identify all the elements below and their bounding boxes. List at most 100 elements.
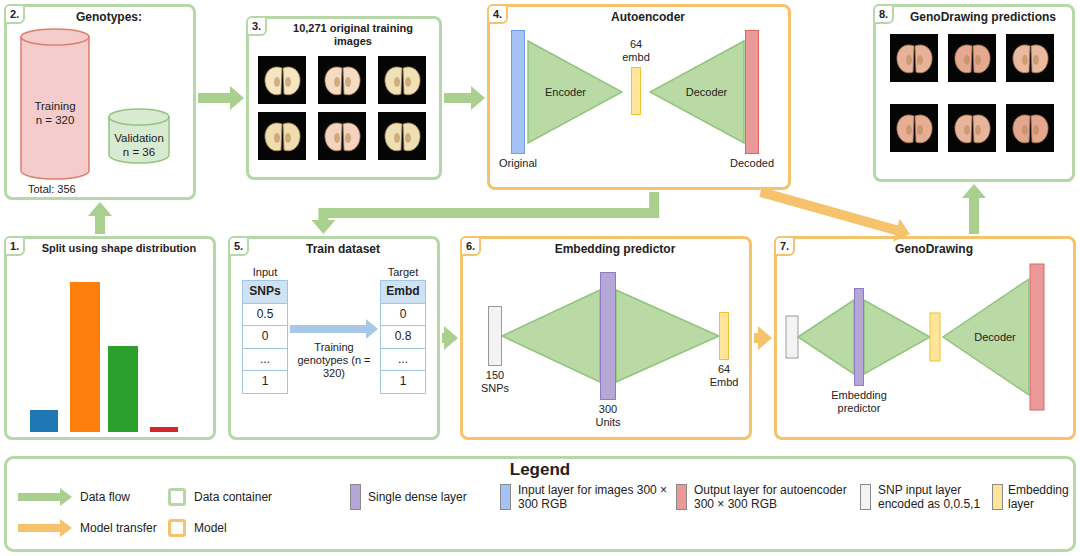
table-cell: 0 bbox=[380, 303, 426, 327]
table-cell: 1 bbox=[242, 370, 288, 394]
arrow-head bbox=[962, 184, 986, 198]
table-cell: Embd bbox=[380, 280, 426, 304]
table-heading: Target bbox=[380, 264, 426, 280]
step-number: 7. bbox=[774, 236, 795, 256]
arrow-shaft bbox=[18, 493, 61, 501]
dataset-count: n = 36 bbox=[123, 145, 155, 159]
legend-swatch bbox=[350, 484, 361, 510]
arrow-head bbox=[311, 220, 335, 234]
dense-triangle bbox=[864, 300, 930, 374]
step-number: 8. bbox=[873, 4, 894, 24]
dense-triangle bbox=[798, 300, 854, 374]
layer-block: 150 SNPs bbox=[476, 306, 514, 395]
legend-text: Single dense layer bbox=[368, 490, 467, 504]
panel-title: GenoDrawing predictions bbox=[876, 7, 1072, 24]
legend-box-sample bbox=[168, 488, 186, 506]
arrow-shaft bbox=[761, 192, 898, 230]
snp-input-block bbox=[786, 316, 798, 358]
network-triangle: Decoder bbox=[649, 40, 745, 144]
layer-bar bbox=[488, 306, 502, 366]
data-table: InputSNPs0.50...1 bbox=[242, 264, 288, 394]
layer-bar bbox=[719, 312, 729, 360]
step-number: 4. bbox=[487, 4, 508, 24]
arrow-shaft bbox=[442, 333, 445, 343]
legend-text: Embedding layer bbox=[1008, 483, 1072, 511]
legend-text: Input layer for images 300 × 300 RGB bbox=[518, 483, 668, 511]
layer-label: Original bbox=[493, 157, 543, 170]
legend-text: Data flow bbox=[80, 490, 130, 504]
layer-label: 150 SNPs bbox=[476, 369, 514, 395]
layer-block: 300 Units bbox=[588, 272, 628, 429]
step-number: 2. bbox=[4, 4, 25, 24]
layer-block: Embedding predictor bbox=[828, 288, 890, 415]
panel-title: 10,271 original training images bbox=[249, 19, 439, 48]
arrow-head bbox=[471, 86, 485, 110]
layer-block: Decoded bbox=[727, 30, 777, 170]
step-number: 5. bbox=[228, 236, 249, 256]
flow-arrow bbox=[444, 86, 485, 110]
flow-arrow bbox=[198, 86, 244, 110]
layer-bar bbox=[600, 272, 616, 400]
arrow-head bbox=[60, 519, 72, 537]
flow-arrow bbox=[761, 192, 910, 242]
network-triangle: Decoder bbox=[942, 278, 1030, 396]
layer-bar bbox=[511, 30, 525, 154]
arrow-head bbox=[60, 488, 72, 506]
edge-label: Training genotypes (n = 320) bbox=[292, 341, 376, 380]
apple-photo bbox=[948, 34, 996, 82]
flow-arrow bbox=[88, 202, 112, 234]
triangle-label: Decoder bbox=[974, 331, 1016, 344]
step-panel: AutoencoderOriginalEncoder64 embdDecoder… bbox=[487, 4, 791, 190]
table-cell: 0 bbox=[242, 325, 288, 349]
panel-title: GenoDrawing bbox=[777, 239, 1073, 256]
output-block bbox=[1030, 264, 1044, 410]
chart-bar bbox=[70, 282, 100, 432]
arrow-shaft bbox=[18, 524, 61, 532]
chart-bar bbox=[30, 410, 58, 432]
dense-triangle bbox=[502, 290, 600, 382]
apple-photo bbox=[378, 56, 426, 104]
dataset-name: Validation bbox=[114, 131, 164, 145]
predicted-photos bbox=[890, 34, 1054, 152]
data-table: TargetEmbd00.8...1 bbox=[380, 264, 426, 394]
arrow-shaft bbox=[323, 192, 654, 221]
table-heading: Input bbox=[242, 264, 288, 280]
chart-bar bbox=[150, 427, 178, 432]
dataset-count: n = 320 bbox=[36, 113, 75, 127]
step-panel: Train datasetInputSNPs0.50...1TargetEmbd… bbox=[228, 236, 440, 440]
layer-bar bbox=[745, 30, 759, 154]
arrow-head bbox=[88, 202, 112, 216]
step-panel: GenoDrawingEmbedding predictor Decoder bbox=[774, 236, 1076, 440]
dense-triangle bbox=[616, 290, 719, 382]
dataset-name: Training bbox=[34, 99, 75, 113]
note-label: Total: 356 bbox=[28, 182, 76, 196]
step-panel: Genotypes:Trainingn = 320Validationn = 3… bbox=[4, 4, 196, 200]
layer-label: 64 Embd bbox=[704, 363, 744, 389]
layer-label: Decoded bbox=[727, 157, 777, 170]
legend-frame bbox=[6, 458, 1075, 551]
step-number: 6. bbox=[460, 236, 481, 256]
legend-swatch bbox=[500, 484, 511, 510]
step-panel: GenoDrawing predictions bbox=[873, 4, 1075, 182]
legend-arrow-sample bbox=[16, 487, 74, 507]
layer-bar bbox=[631, 67, 641, 115]
flow-arrow bbox=[962, 184, 986, 234]
layer-label: 300 Units bbox=[588, 403, 628, 429]
training-photos bbox=[258, 56, 426, 160]
arrow-head bbox=[444, 326, 458, 350]
triangle-label: Decoder bbox=[686, 86, 728, 99]
table-cell: 1 bbox=[380, 370, 426, 394]
legend-swatch bbox=[860, 484, 871, 510]
apple-photo bbox=[318, 56, 366, 104]
step-panel: 10,271 original training images bbox=[246, 16, 442, 180]
apple-photo bbox=[318, 112, 366, 160]
layer-label: Embedding predictor bbox=[828, 389, 890, 415]
flow-arrow bbox=[754, 326, 772, 350]
flow-arrow bbox=[442, 326, 458, 350]
legend-text: Model bbox=[194, 521, 227, 535]
apple-photo bbox=[890, 104, 938, 152]
panel-title: Autoencoder bbox=[490, 7, 788, 24]
legend-text: SNP input layer encoded as 0,0.5,1 bbox=[878, 483, 984, 511]
table-cell: SNPs bbox=[242, 280, 288, 304]
table-cell: ... bbox=[380, 348, 426, 372]
